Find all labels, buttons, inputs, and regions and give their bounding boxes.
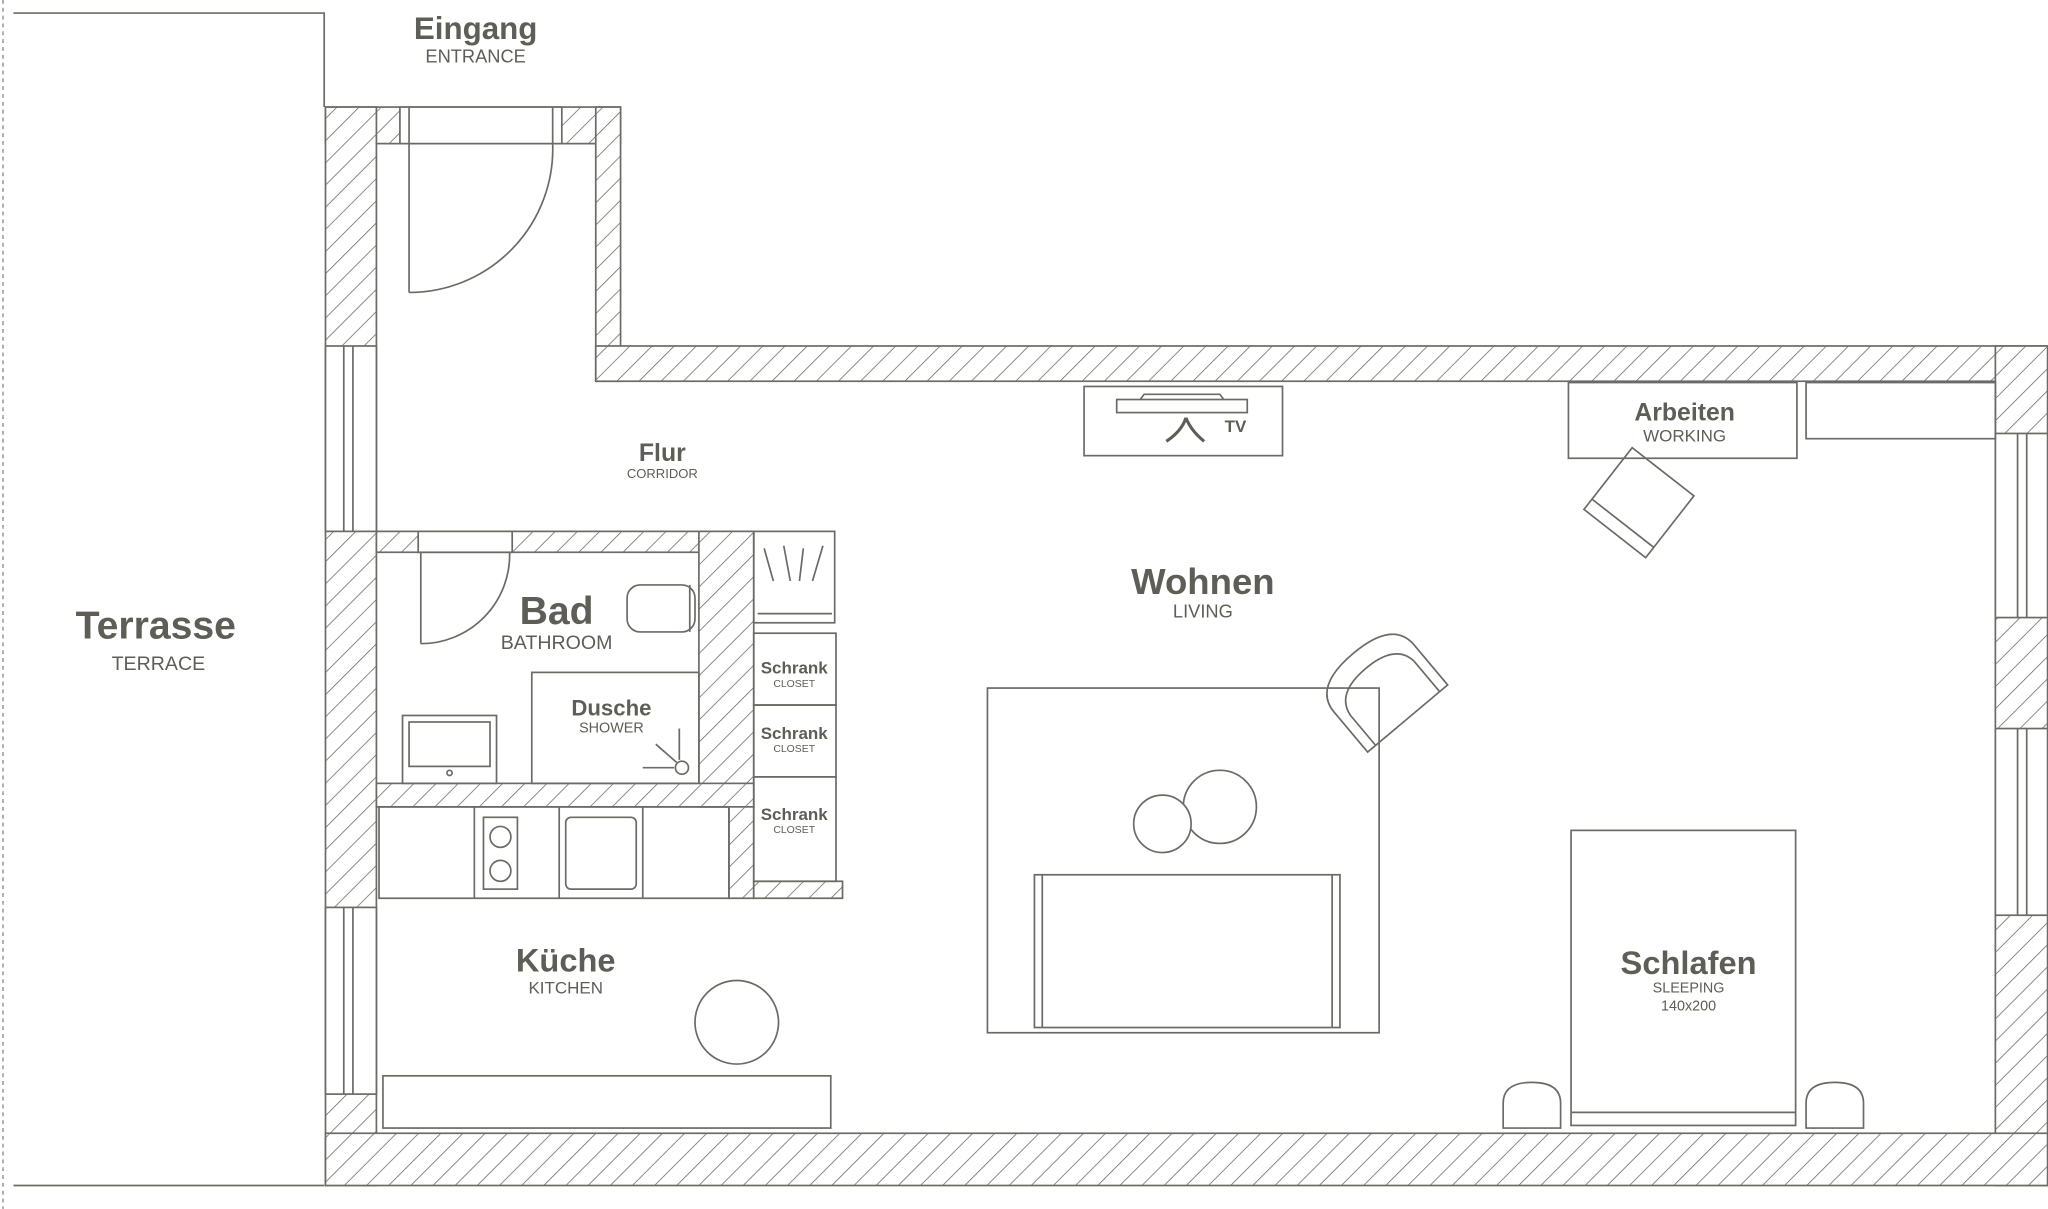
label-terrace: Terrasse TERRACE	[76, 604, 236, 674]
shower-icon	[530, 671, 700, 785]
tv-unit: TV	[1083, 385, 1284, 457]
room-name: Schrank	[761, 724, 829, 743]
bed	[1570, 829, 1797, 1127]
room-name: Wohnen	[1131, 561, 1274, 602]
room-name: Flur	[639, 440, 686, 467]
armchair	[1326, 633, 1449, 754]
label-entrance: Eingang ENTRANCE	[414, 11, 538, 67]
room-name-en: SLEEPING	[1653, 980, 1725, 996]
room-name-en: BATHROOM	[501, 632, 613, 654]
side-table-small	[1132, 794, 1192, 854]
sofa	[1033, 873, 1341, 1029]
room-name-en: KITCHEN	[528, 979, 602, 998]
label-working: Arbeiten WORKING	[1634, 399, 1735, 445]
room-name: Schrank	[761, 805, 829, 824]
toilet-icon	[626, 584, 696, 633]
room-name: Schlafen	[1621, 944, 1757, 981]
room-name-en: CORRIDOR	[627, 466, 698, 481]
kitchen-counter	[378, 806, 730, 900]
label-sleeping: Schlafen SLEEPING 140x200	[1621, 944, 1757, 1015]
label-living: Wohnen LIVING	[1131, 561, 1274, 622]
desk	[1567, 381, 1798, 460]
swivel-arrows-icon	[1165, 417, 1206, 443]
label-closet-2: Schrank CLOSET	[761, 724, 829, 755]
entrance-door[interactable]	[408, 143, 554, 294]
room-name: Küche	[516, 941, 616, 978]
kitchen-table	[694, 979, 780, 1065]
label-closet-1: Schrank CLOSET	[761, 659, 829, 690]
living-rug	[986, 687, 1380, 1034]
room-name: Eingang	[414, 11, 538, 46]
room-name: Arbeiten	[1634, 399, 1735, 426]
label-shower: Dusche SHOWER	[571, 695, 651, 736]
nightstand-left	[1502, 1081, 1562, 1129]
bathroom-door[interactable]	[419, 552, 511, 645]
room-name-en: LIVING	[1173, 601, 1233, 622]
room-name: Dusche	[571, 695, 651, 720]
room-name-en: TERRACE	[112, 653, 206, 675]
label-corridor: Flur CORRIDOR	[627, 440, 698, 481]
label-closet-3: Schrank CLOSET	[761, 805, 829, 836]
room-name-en: SHOWER	[579, 720, 644, 736]
windows	[324, 106, 2048, 1095]
room-name-en: WORKING	[1643, 426, 1726, 445]
bed-size: 140x200	[1661, 999, 1716, 1015]
room-name: Bad	[520, 590, 594, 633]
room-name: Schrank	[761, 659, 829, 678]
room-name-en: ENTRANCE	[425, 46, 525, 67]
label-bathroom: Bad BATHROOM	[501, 590, 613, 654]
kitchen-sideboard	[382, 1074, 832, 1129]
desk-chair	[1582, 446, 1696, 559]
side-table	[1182, 769, 1258, 845]
room-name-en: CLOSET	[773, 679, 815, 690]
room-name-en: CLOSET	[773, 825, 815, 836]
nightstand-right	[1805, 1081, 1865, 1129]
label-kitchen: Küche KITCHEN	[516, 941, 616, 997]
sink-icon	[401, 714, 498, 785]
closets	[752, 530, 837, 883]
room-name: Terrasse	[76, 604, 236, 647]
terrace-outline	[2, 0, 326, 1209]
tv-label: TV	[1225, 417, 1247, 436]
room-name-en: CLOSET	[773, 744, 815, 755]
shelf	[1805, 381, 1997, 440]
